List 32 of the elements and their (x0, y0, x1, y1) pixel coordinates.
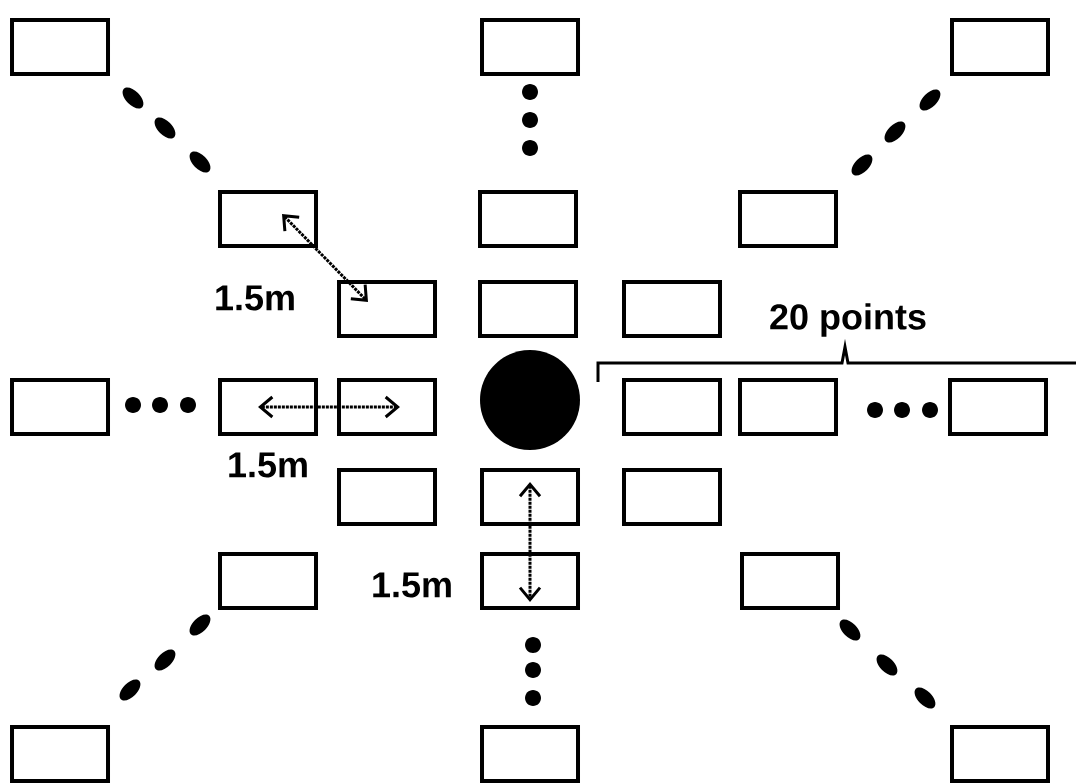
empty-box (478, 280, 578, 338)
empty-box (218, 190, 318, 248)
empty-box (622, 468, 722, 526)
dimension-arrow (258, 395, 400, 419)
empty-box (337, 468, 437, 526)
empty-box (738, 378, 838, 436)
dimension-arrow (518, 482, 542, 602)
empty-box (10, 18, 110, 76)
empty-box (950, 725, 1050, 783)
empty-box (622, 280, 722, 338)
empty-box (337, 280, 437, 338)
empty-box (480, 18, 580, 76)
empty-box (478, 190, 578, 248)
edge-label: 1.5m (229, 452, 307, 478)
edge-label: 1.5m (216, 285, 294, 311)
dimension-arrow (282, 214, 368, 302)
empty-box (218, 378, 318, 436)
filled-circle (480, 350, 580, 450)
empty-box (950, 18, 1050, 76)
empty-box (10, 725, 110, 783)
empty-box (622, 378, 722, 436)
empty-box (10, 378, 110, 436)
empty-box (480, 468, 580, 526)
count-label: 20 points (770, 303, 926, 337)
empty-box (218, 552, 318, 610)
empty-box (337, 378, 437, 436)
empty-box (480, 725, 580, 783)
empty-box (480, 552, 580, 610)
empty-box (740, 552, 840, 610)
empty-box (948, 378, 1048, 436)
empty-box (738, 190, 838, 248)
edge-label: 1.5m (373, 572, 451, 598)
